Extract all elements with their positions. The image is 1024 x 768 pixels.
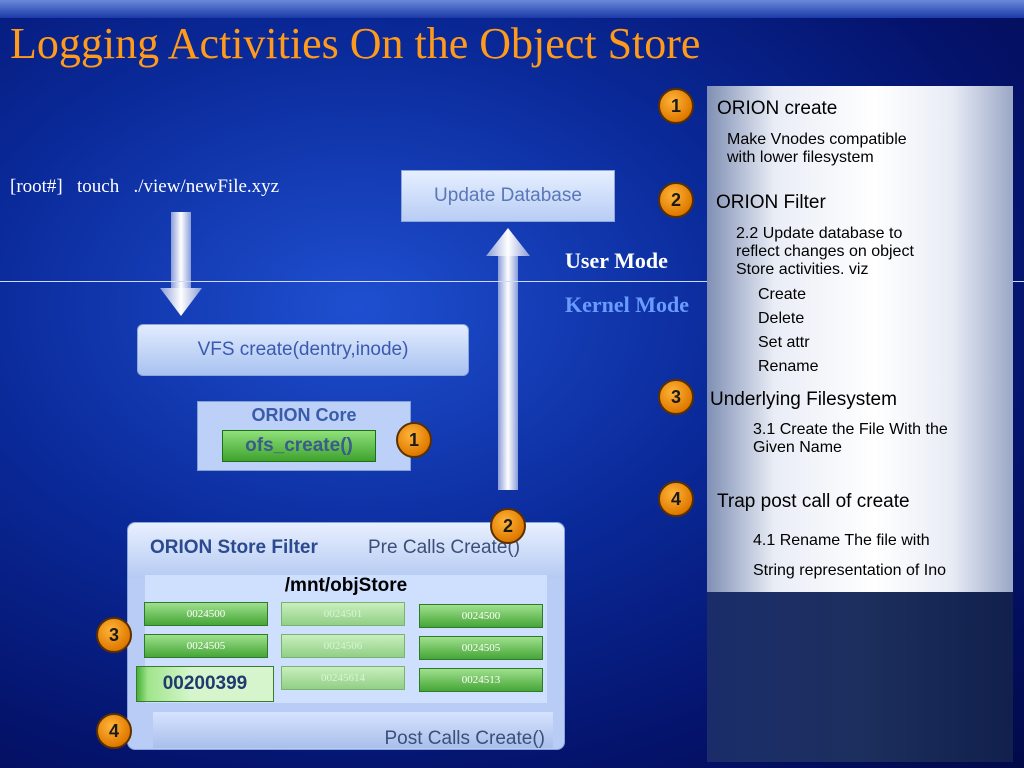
step-3-line: 3.1 Create the File With the xyxy=(753,421,948,438)
store-filter-title: ORION Store Filter xyxy=(150,537,318,558)
step-2-item: Set attr xyxy=(758,334,810,351)
steps-panel xyxy=(707,86,1013,592)
store-cell: 0024500 xyxy=(144,602,268,626)
orion-core-box: ORION Core ofs_create() xyxy=(197,401,411,471)
panel-badge-4: 4 xyxy=(658,481,694,517)
steps-panel-lower xyxy=(707,592,1013,762)
user-mode-label: User Mode xyxy=(565,248,668,273)
step-2-item: Create xyxy=(758,286,807,303)
step-badge-1: 1 xyxy=(396,422,432,458)
store-cell: 0024506 xyxy=(281,634,405,658)
store-cell: 0024500 xyxy=(419,604,543,628)
store-filter-footer: Post Calls Create() xyxy=(153,712,553,749)
step-2-item: Rename xyxy=(758,358,819,375)
update-database-box: Update Database xyxy=(401,170,615,222)
step-2-item: Delete xyxy=(758,310,805,327)
page-title: Logging Activities On the Object Store xyxy=(10,19,701,68)
step-2-heading: ORION Filter xyxy=(716,192,826,213)
store-cell: 0024505 xyxy=(419,636,543,660)
step-1-line: Make Vnodes compatible xyxy=(727,131,907,148)
post-calls-label: Post Calls Create() xyxy=(384,728,546,749)
step-2-line: 2.2 Update database to xyxy=(736,225,903,242)
up-arrow-icon xyxy=(486,228,530,490)
step-badge-2: 2 xyxy=(490,508,526,544)
step-4-line: 4.1 Rename The file with xyxy=(753,532,930,549)
mode-divider xyxy=(0,281,1024,282)
panel-badge-1: 1 xyxy=(658,88,694,124)
store-cell: 0024501 xyxy=(281,602,405,626)
step-2-line: Store activities. viz xyxy=(736,261,869,278)
step-badge-4: 4 xyxy=(96,713,132,749)
step-3-heading: Underlying Filesystem xyxy=(710,389,897,410)
step-4-line: String representation of Ino xyxy=(753,562,947,579)
command-text: [root#] touch ./view/newFile.xyz xyxy=(10,176,280,197)
orion-core-title: ORION Core xyxy=(251,405,357,425)
step-badge-3: 3 xyxy=(96,617,132,653)
panel-badge-3: 3 xyxy=(658,379,694,415)
store-filter-header: ORION Store Filter Pre Calls Create() xyxy=(128,523,564,578)
new-object-cell: 00200399 xyxy=(136,666,274,702)
pre-calls-label: Pre Calls Create() xyxy=(368,537,521,558)
ofs-create-function: ofs_create() xyxy=(222,430,376,462)
step-4-heading: Trap post call of create xyxy=(717,491,910,512)
store-cell: 0024505 xyxy=(144,634,268,658)
step-3-line: Given Name xyxy=(753,439,842,456)
store-cell: 00245614 xyxy=(281,666,405,690)
store-cell: 0024513 xyxy=(419,668,543,692)
step-2-line: reflect changes on object xyxy=(736,243,914,260)
top-bar xyxy=(0,0,1024,18)
panel-badge-2: 2 xyxy=(658,182,694,218)
step-1-line: with lower filesystem xyxy=(727,149,874,166)
step-1-heading: ORION create xyxy=(717,98,838,119)
vfs-create-box: VFS create(dentry,inode) xyxy=(137,324,469,376)
mount-path-label: /mnt/objStore xyxy=(284,575,408,596)
kernel-mode-label: Kernel Mode xyxy=(565,292,690,317)
down-arrow-icon xyxy=(160,212,202,316)
